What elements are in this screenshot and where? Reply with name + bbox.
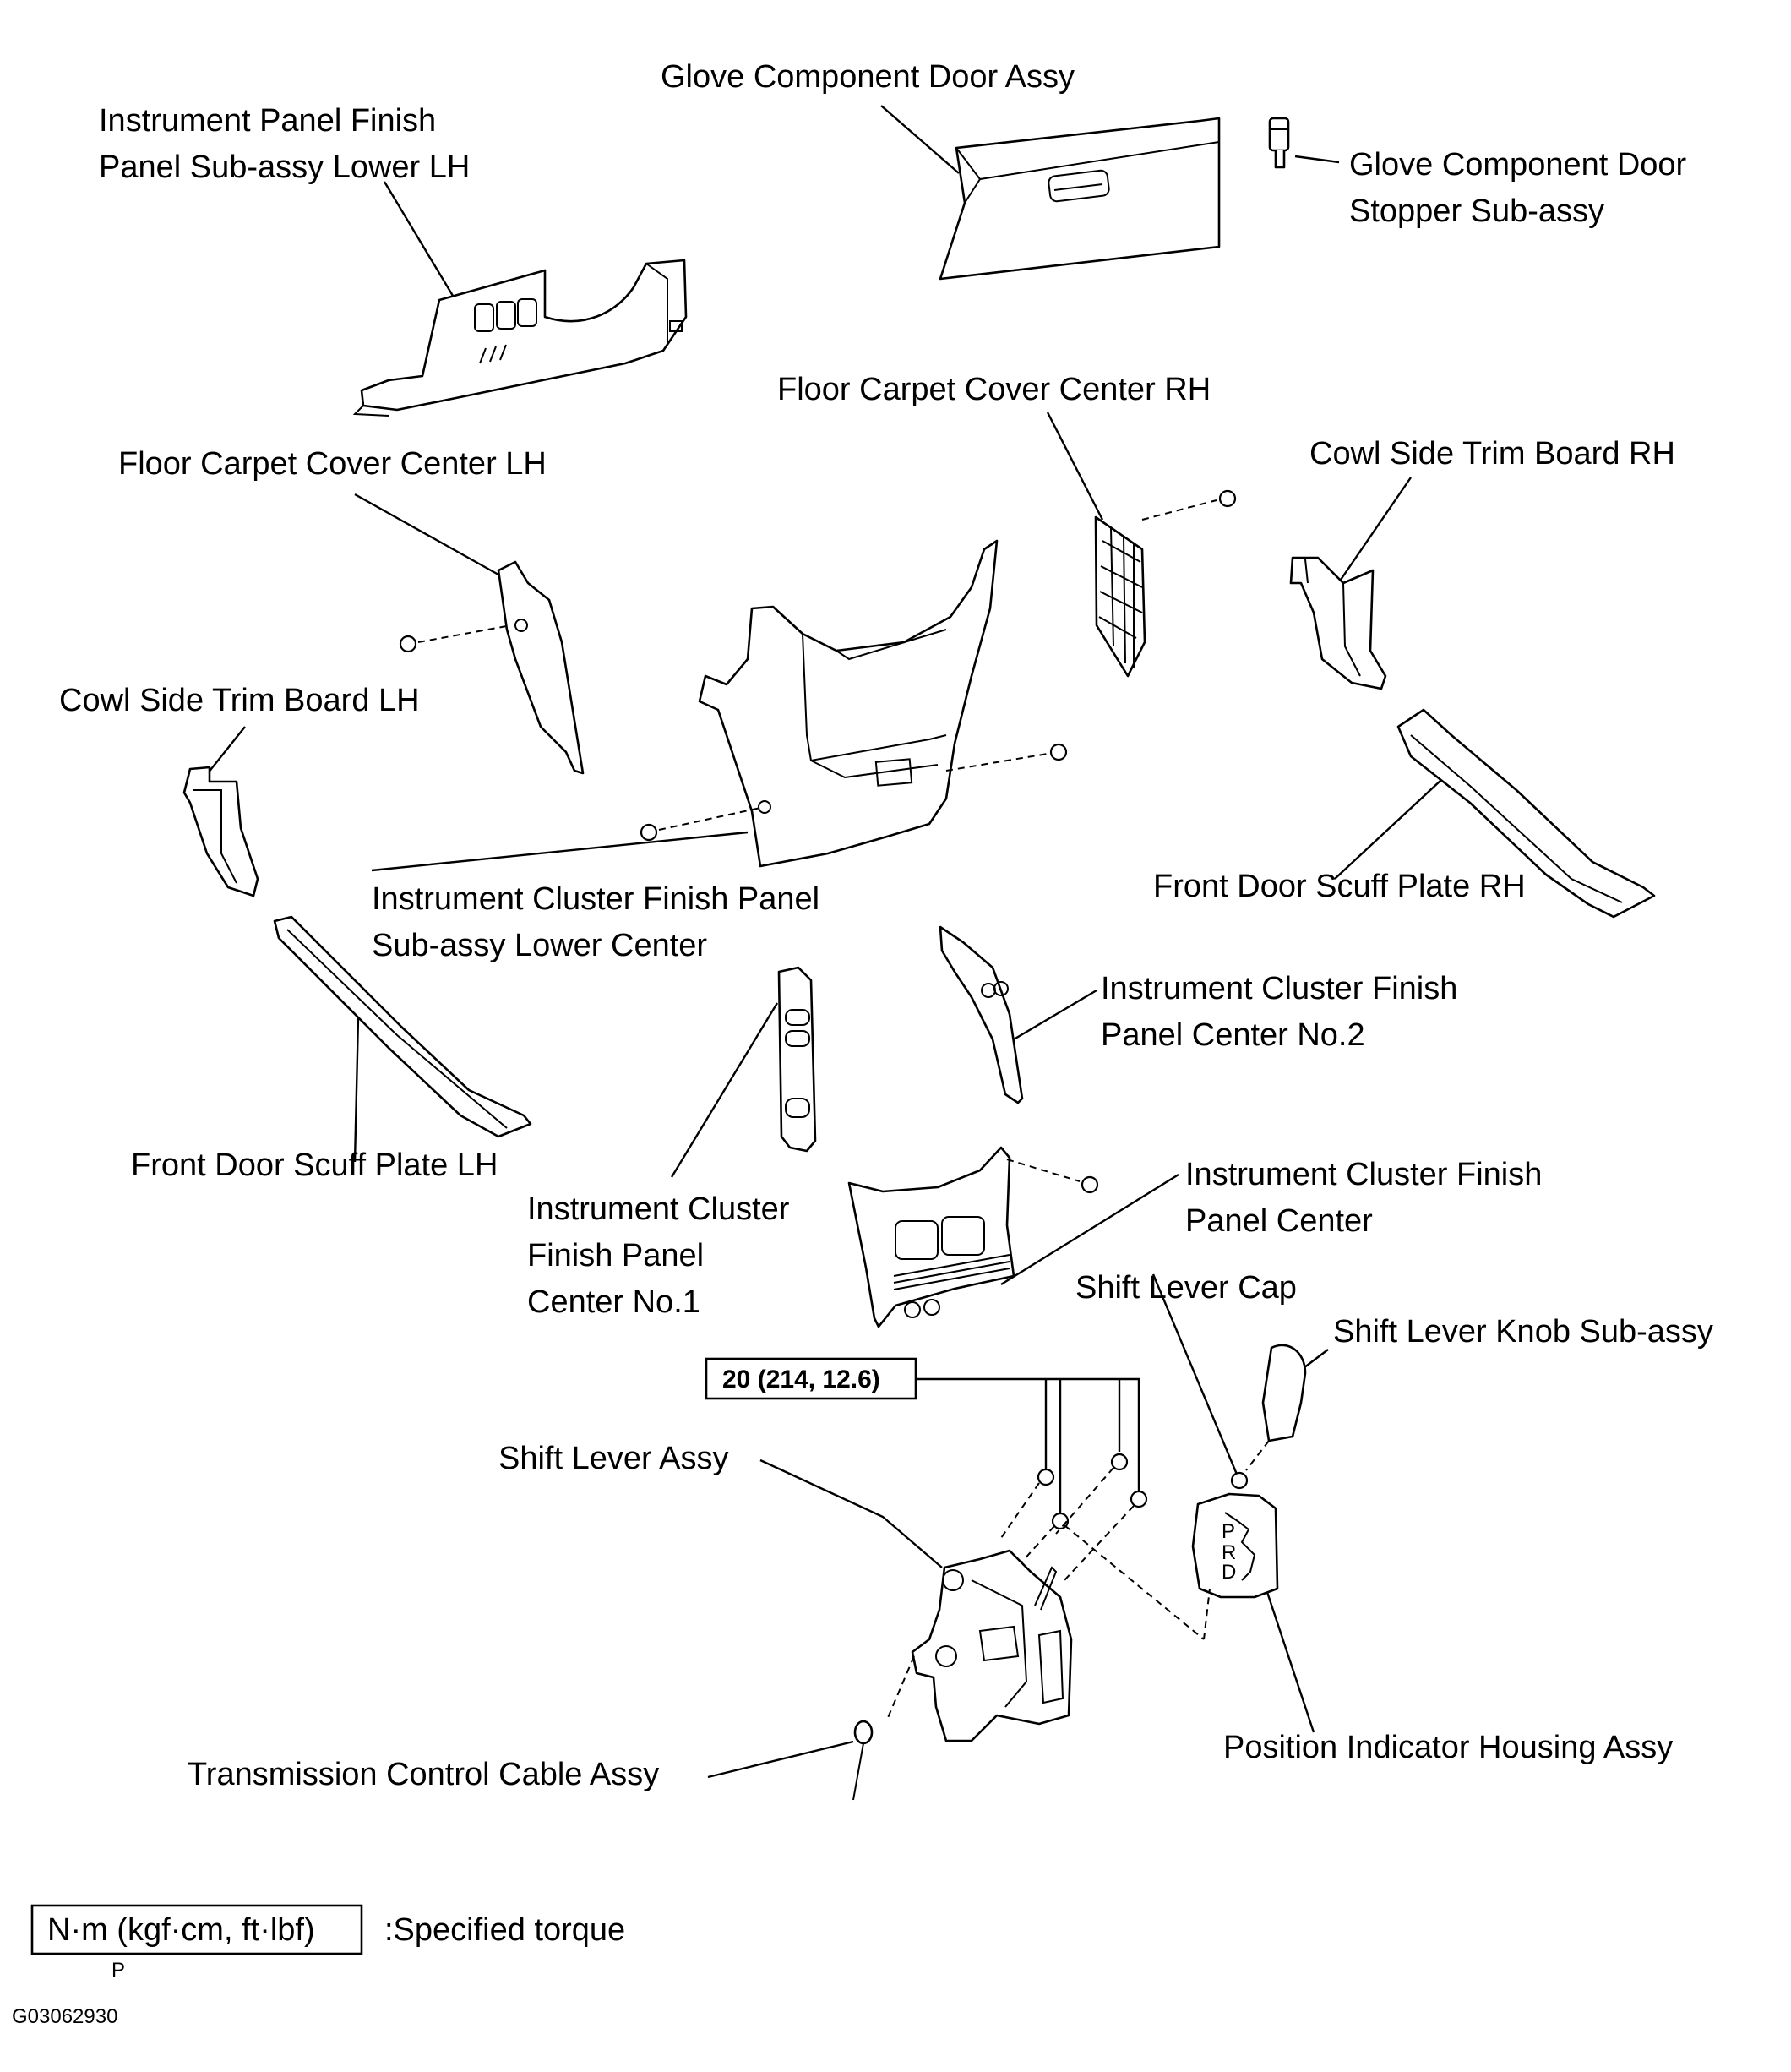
label-shift-lever: Shift Lever Assy: [498, 1441, 728, 1476]
torque-box: [705, 1357, 917, 1400]
label-cluster-no2-line1: Instrument Cluster Finish: [1101, 971, 1457, 1006]
label-ip-finish-lower-line1: Instrument Panel Finish: [99, 103, 436, 139]
ip-finish-lower-part: [352, 259, 688, 417]
label-cluster-center-line2: Panel Center: [1185, 1203, 1373, 1239]
label-ip-finish-lower-line2: Panel Sub-assy Lower LH: [99, 150, 470, 185]
torque-value: 20 (214, 12.6): [722, 1366, 880, 1393]
label-cluster-no1-line3: Center No.1: [527, 1284, 700, 1320]
label-glove-stopper-line1: Glove Component Door: [1349, 147, 1687, 183]
label-cowl-lh: Cowl Side Trim Board LH: [59, 683, 420, 718]
cowl-lh-part: [182, 766, 259, 897]
label-glove-stopper-line2: Stopper Sub-assy: [1349, 194, 1604, 229]
label-cluster-lower-line1: Instrument Cluster Finish Panel: [372, 881, 819, 917]
label-position-indicator: Position Indicator Housing Assy: [1223, 1730, 1673, 1765]
label-scuff-lh: Front Door Scuff Plate LH: [131, 1148, 498, 1183]
svg-text:R: R: [1222, 1541, 1236, 1564]
cluster-no2-part: [939, 925, 1024, 1104]
cluster-lower-part: [640, 539, 1068, 868]
label-cowl-rh: Cowl Side Trim Board RH: [1309, 436, 1675, 472]
carpet-rh-part: [1094, 489, 1237, 678]
cluster-no1-part: [777, 966, 817, 1153]
legend-unit: N·m (kgf·cm, ft·lbf): [47, 1912, 315, 1948]
legend-box: [30, 1904, 363, 1955]
trans-cable-part: [852, 1720, 874, 1801]
cowl-rh-part: [1289, 556, 1387, 690]
label-shift-knob: Shift Lever Knob Sub-assy: [1333, 1314, 1713, 1350]
label-carpet-rh: Floor Carpet Cover Center RH: [777, 372, 1211, 407]
legend-mark: P: [112, 1959, 125, 1982]
leader-lines: [200, 105, 1454, 1779]
scuff-lh-part: [273, 915, 532, 1138]
label-cluster-lower-line2: Sub-assy Lower Center: [372, 928, 707, 963]
shift-lever-part: [886, 1549, 1073, 1742]
label-cluster-no1-line1: Instrument Cluster: [527, 1191, 790, 1227]
cluster-center-part: [847, 1146, 1099, 1328]
position-indicator-part: P R D: [1191, 1471, 1279, 1599]
glove-stopper-part: [1268, 117, 1290, 169]
label-glove-door: Glove Component Door Assy: [661, 59, 1075, 95]
svg-text:P: P: [1222, 1520, 1235, 1543]
label-cluster-center-line1: Instrument Cluster Finish: [1185, 1157, 1542, 1192]
glove-door-part: [939, 117, 1221, 281]
label-cluster-no1-line2: Finish Panel: [527, 1238, 704, 1273]
label-cluster-no2-line2: Panel Center No.2: [1101, 1017, 1365, 1053]
label-trans-cable: Transmission Control Cable Assy: [188, 1757, 659, 1792]
legend-description: :Specified torque: [384, 1912, 625, 1948]
scuff-rh-part: [1396, 708, 1656, 919]
figure-id: G03062930: [12, 2005, 117, 2028]
carpet-lh-part: [399, 560, 585, 775]
svg-text:D: D: [1222, 1561, 1236, 1584]
label-shift-cap: Shift Lever Cap: [1075, 1270, 1297, 1306]
shift-knob-part: [1245, 1344, 1307, 1471]
label-carpet-lh: Floor Carpet Cover Center LH: [118, 446, 547, 482]
shift-lever-bolts: [1000, 1453, 1211, 1640]
